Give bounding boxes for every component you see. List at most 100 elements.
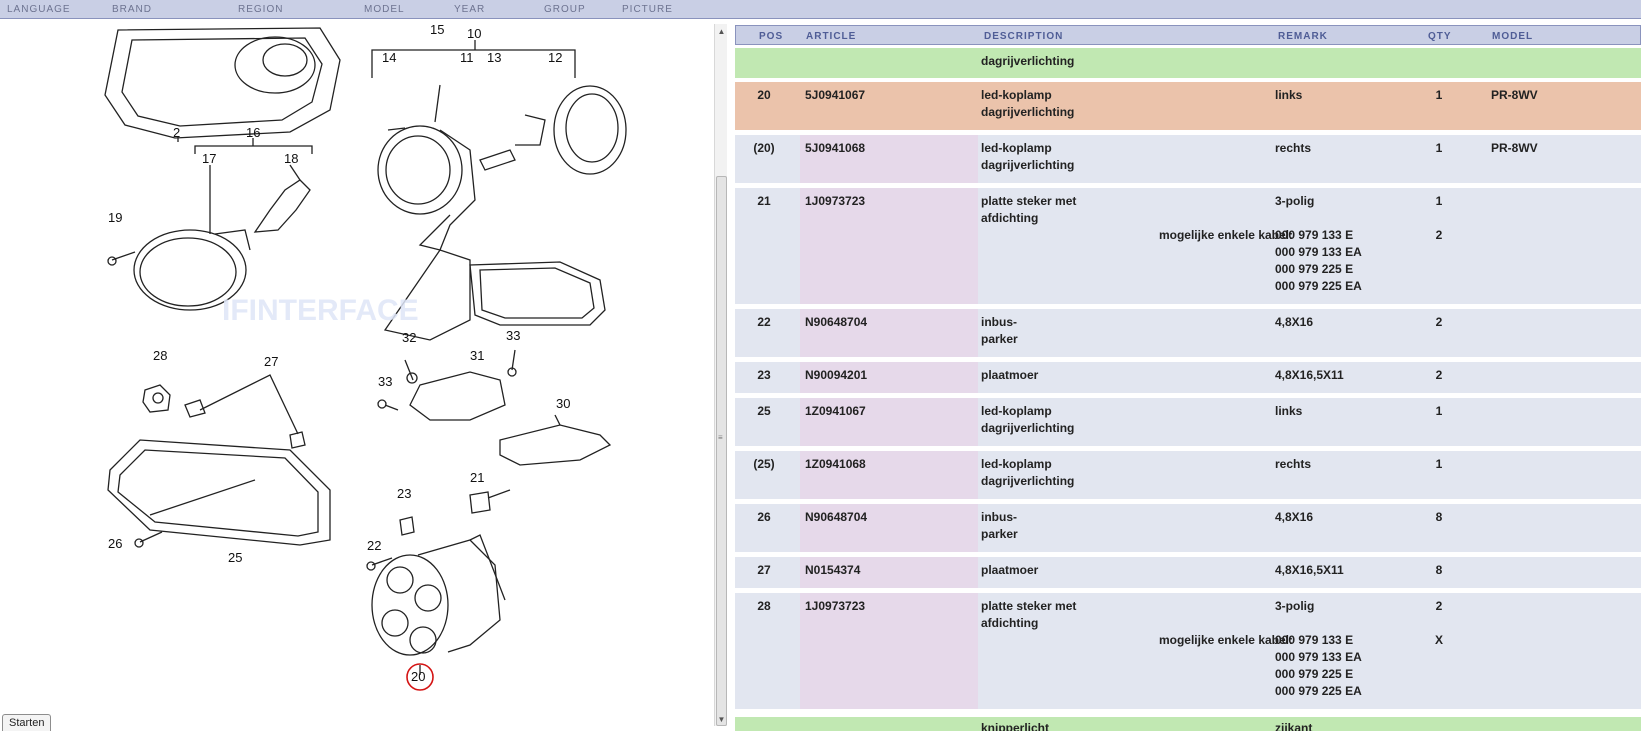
row-remark: 3-polig [1275, 599, 1315, 613]
callout-33-left[interactable]: 33 [378, 374, 392, 389]
callout-28[interactable]: 28 [153, 348, 167, 363]
row-remark: 3-polig [1275, 194, 1315, 208]
header-qty[interactable]: QTY [1428, 31, 1452, 42]
top-navigation-bar: LANGUAGE BRAND REGION MODEL YEAR GROUP P… [0, 0, 1641, 19]
row-qty: 8 [1435, 510, 1443, 524]
table-row[interactable]: 22 N90648704 inbus- parker 4,8X16 2 [735, 309, 1641, 360]
callout-22[interactable]: 22 [367, 538, 381, 553]
row-remark: 4,8X16,5X11 [1275, 368, 1344, 382]
scrollbar-thumb[interactable] [716, 176, 727, 726]
row-article[interactable]: 1J0973723 [805, 599, 866, 613]
callout-19[interactable]: 19 [108, 210, 122, 225]
row-qty: 1 [1435, 457, 1443, 471]
row-article[interactable]: 1J0973723 [805, 194, 866, 208]
row-pos: 23 [757, 368, 771, 382]
table-row[interactable]: 25 1Z0941067 led-koplamp dagrijverlichti… [735, 398, 1641, 449]
callout-14[interactable]: 14 [382, 50, 396, 65]
callout-32[interactable]: 32 [402, 330, 416, 345]
table-row[interactable]: 2 1 1J0973723 platte steker met afdichtin… [735, 188, 1641, 307]
nav-brand[interactable]: BRAND [112, 4, 153, 15]
table-row[interactable]: 28 1J0973723 platte steker met afdichtin… [735, 593, 1641, 712]
callout-23[interactable]: 23 [397, 486, 411, 501]
row-article[interactable]: N0154374 [805, 563, 861, 577]
row-description: plaatmoer [981, 563, 1039, 577]
table-row-selected[interactable]: 20 5J0941067 led-koplamp dagrijverlichti… [735, 82, 1641, 133]
selected-callout-ring [406, 663, 434, 691]
row-qty: 1 [1435, 88, 1443, 102]
row-pos: (25) [753, 457, 775, 471]
group-title: dagrijverlichting [981, 54, 1075, 68]
group-row-knipperlicht: knipperlicht zijkant [735, 717, 1641, 731]
nav-picture[interactable]: PICTURE [622, 4, 673, 15]
callout-11[interactable]: 11 [460, 50, 474, 65]
callout-10[interactable]: 10 [467, 26, 481, 41]
callout-21[interactable]: 21 [470, 470, 484, 485]
scrollbar-grip-icon: ≡ [718, 433, 723, 442]
callout-31[interactable]: 31 [470, 348, 484, 363]
callout-17[interactable]: 17 [202, 151, 216, 166]
row-pos: 28 [757, 599, 771, 613]
callout-16[interactable]: 16 [246, 125, 260, 140]
row-remark-extra: 000 979 133 E 000 979 133 EA 000 979 225… [1275, 228, 1362, 293]
row-description: platte steker met afdichting [981, 194, 1077, 225]
row-qty: 1 [1435, 194, 1443, 208]
row-description: led-koplamp dagrijverlichting [981, 88, 1075, 119]
watermark: IFINTERFACE [222, 294, 419, 327]
row-model: PR-8WV [1491, 141, 1538, 155]
row-description: led-koplamp dagrijverlichting [981, 141, 1075, 172]
header-article[interactable]: ARTICLE [806, 31, 857, 42]
row-remark-label: mogelijke enkele kabel: [1158, 228, 1293, 242]
row-article[interactable]: N90094201 [805, 368, 868, 382]
callout-12[interactable]: 12 [548, 50, 562, 65]
callout-15[interactable]: 15 [430, 22, 444, 37]
callout-27[interactable]: 27 [264, 354, 278, 369]
row-article[interactable]: N90648704 [805, 510, 868, 524]
callout-30[interactable]: 30 [556, 396, 570, 411]
callout-18[interactable]: 18 [284, 151, 298, 166]
row-qty-extra: 2 [1435, 228, 1443, 242]
nav-group[interactable]: GROUP [544, 4, 586, 15]
table-row[interactable]: (25) 1Z0941068 led-koplamp dagrijverlich… [735, 451, 1641, 502]
nav-language[interactable]: LANGUAGE [7, 4, 71, 15]
row-description: led-koplamp dagrijverlichting [981, 404, 1075, 435]
row-qty: 2 [1435, 599, 1443, 613]
callout-26[interactable]: 26 [108, 536, 122, 551]
table-row[interactable]: 23 N90094201 plaatmoer 4,8X16,5X11 2 [735, 362, 1641, 396]
table-row[interactable]: 27 N0154374 plaatmoer 4,8X16,5X11 8 [735, 557, 1641, 591]
callout-25[interactable]: 25 [228, 550, 242, 565]
nav-region[interactable]: REGION [238, 4, 284, 15]
row-article[interactable]: 1Z0941068 [805, 457, 866, 471]
scroll-up-arrow-icon[interactable]: ▲ [717, 27, 726, 36]
row-remark: 4,8X16 [1275, 510, 1314, 524]
callout-20-selected[interactable]: 20 [411, 669, 425, 684]
row-remark: rechts [1275, 141, 1312, 155]
row-qty: 8 [1435, 563, 1443, 577]
row-pos: 25 [757, 404, 771, 418]
header-model[interactable]: MODEL [1492, 31, 1534, 42]
next-group-remark: zijkant [1275, 721, 1313, 731]
row-qty: 1 [1435, 141, 1443, 155]
row-article[interactable]: 1Z0941067 [805, 404, 866, 418]
parts-diagram: IFINTERFACE 15 10 14 11 13 12 2 16 17 18… [0, 20, 714, 731]
callout-33-right[interactable]: 33 [506, 328, 520, 343]
table-row[interactable]: (20) 5J0941068 led-koplamp dagrijverlich… [735, 135, 1641, 186]
scroll-down-arrow-icon[interactable]: ▼ [717, 715, 726, 724]
row-article[interactable]: 5J0941067 [805, 88, 866, 102]
row-article[interactable]: 5J0941068 [805, 141, 866, 155]
callout-13[interactable]: 13 [487, 50, 501, 65]
row-article[interactable]: N90648704 [805, 315, 868, 329]
row-description: inbus- parker [981, 315, 1018, 346]
header-description[interactable]: DESCRIPTION [984, 31, 1064, 42]
table-row[interactable]: 26 N90648704 inbus- parker 4,8X16 8 [735, 504, 1641, 555]
start-button[interactable]: Starten [2, 714, 52, 731]
diagram-vertical-scrollbar[interactable]: ▲ ≡ ▼ [714, 24, 727, 726]
header-remark[interactable]: REMARK [1278, 31, 1328, 42]
row-qty: 2 [1435, 315, 1443, 329]
nav-model[interactable]: MODEL [364, 4, 405, 15]
nav-year[interactable]: YEAR [454, 4, 486, 15]
callout-2[interactable]: 2 [173, 125, 180, 140]
row-remark-label: mogelijke enkele kabel: [1158, 633, 1293, 647]
header-pos[interactable]: POS [759, 31, 784, 42]
next-group-title: knipperlicht [981, 721, 1050, 731]
row-remark: 4,8X16,5X11 [1275, 563, 1344, 577]
